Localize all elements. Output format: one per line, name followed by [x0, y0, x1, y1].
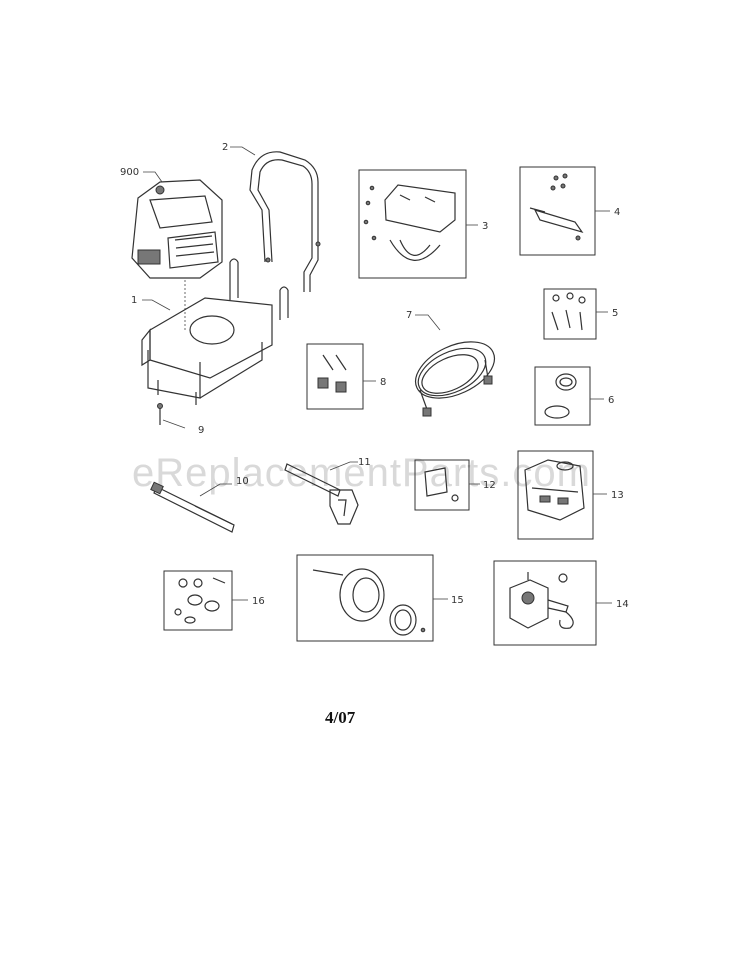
wheel-kit-illustration: [312, 568, 426, 636]
label-handle: 2: [222, 142, 228, 153]
label-lance: 10: [236, 476, 249, 487]
leader-line-screw: [162, 419, 186, 429]
label-bolt-kit: 8: [380, 377, 386, 388]
label-bracket-kit: 4: [614, 207, 620, 218]
revision-date: 4/07: [325, 708, 356, 727]
label-panel: 12: [483, 480, 496, 491]
leader-line-lance: [199, 483, 232, 497]
label-frame: 1: [131, 295, 137, 306]
tank-box: [517, 450, 594, 540]
leader-line-handle: [230, 146, 256, 156]
label-hose: 7: [406, 310, 412, 321]
bracket-box: [358, 169, 467, 279]
engine-illustration: [131, 179, 223, 279]
bolt-kit-illustration: [317, 354, 347, 393]
lance-illustration: [150, 481, 235, 533]
label-engine: 900: [120, 167, 139, 178]
label-bracket: 3: [482, 221, 488, 232]
leader-line-spray-gun: [329, 461, 358, 471]
leader-line-frame: [142, 299, 171, 311]
frame-illustration: [141, 258, 289, 405]
bracket-kit-illustration: [529, 173, 584, 241]
nut-kit-box: [163, 570, 233, 631]
label-pump: 14: [616, 599, 629, 610]
cap-illustration: [544, 373, 577, 419]
hardware-illustration: [551, 292, 586, 331]
tank-illustration: [524, 459, 585, 521]
bracket-kit-box: [519, 166, 596, 256]
label-tank: 13: [611, 490, 624, 501]
bracket-illustration: [363, 184, 456, 261]
label-wheel-kit: 15: [451, 595, 464, 606]
handle-illustration: [249, 151, 321, 292]
spray-gun-illustration: [284, 463, 359, 525]
leader-line-hose: [415, 314, 441, 331]
label-cap: 6: [608, 395, 614, 406]
panel-illustration: [424, 467, 459, 502]
panel-box: [414, 459, 470, 511]
wheel-kit-box: [296, 554, 434, 642]
label-screw: 9: [198, 425, 204, 436]
pump-illustration: [509, 572, 574, 629]
hose-illustration: [415, 341, 495, 417]
label-nut-kit: 16: [252, 596, 265, 607]
leader-line-engine: [143, 171, 163, 183]
pump-box: [493, 560, 597, 646]
watermark-text: eReplacementParts.com: [132, 451, 591, 495]
bolt-kit-box: [306, 343, 364, 410]
screw-illustration: [157, 403, 163, 425]
hardware-box: [543, 288, 597, 340]
label-spray-gun: 11: [358, 457, 371, 468]
label-hardware: 5: [612, 308, 618, 319]
cap-box: [534, 366, 591, 426]
nut-kit-illustration: [174, 577, 226, 624]
